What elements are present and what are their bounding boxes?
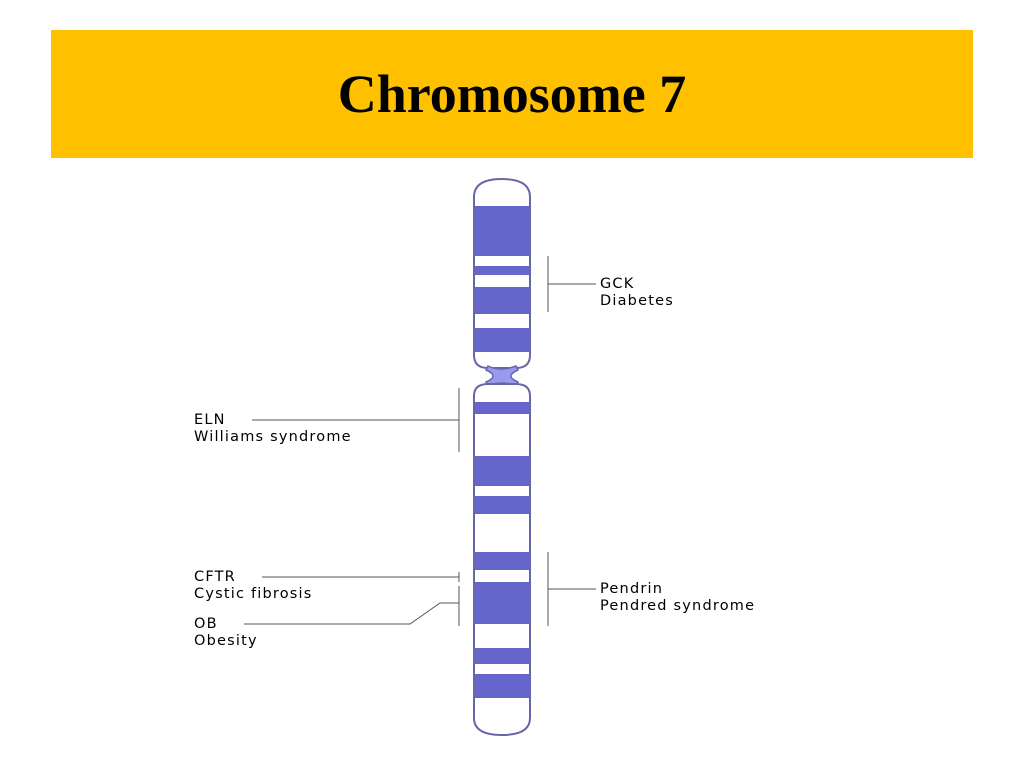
chromosome-q-arm xyxy=(474,384,530,735)
band-dark xyxy=(474,266,530,275)
band-dark xyxy=(474,456,530,486)
disease-label-cystic-fibrosis: Cystic fibrosis xyxy=(194,586,313,602)
gene-label-gck: GCK xyxy=(600,276,634,292)
chromosome-p-arm xyxy=(474,179,530,368)
disease-label-pendred-syndrome: Pendred syndrome xyxy=(600,598,755,614)
slide-title: Chromosome 7 xyxy=(337,64,687,124)
band-dark xyxy=(474,552,530,570)
disease-label-williams-syndrome: Williams syndrome xyxy=(194,429,352,445)
band-dark xyxy=(474,328,530,352)
band-dark xyxy=(474,496,530,514)
gene-label-eln: ELN xyxy=(194,412,226,428)
band-dark xyxy=(474,402,530,414)
gene-label-ob: OB xyxy=(194,616,218,632)
disease-label-obesity: Obesity xyxy=(194,633,258,649)
gene-label-pendrin: Pendrin xyxy=(600,581,663,597)
band-dark xyxy=(474,206,530,256)
annotation-gck: GCK Diabetes xyxy=(547,256,674,312)
title-banner: Chromosome 7 xyxy=(51,30,973,158)
band-dark xyxy=(474,287,530,314)
annotation-eln: ELN Williams syndrome xyxy=(194,388,460,452)
annotation-cftr: CFTR Cystic fibrosis xyxy=(194,569,460,602)
gene-label-cftr: CFTR xyxy=(194,569,236,585)
band-dark xyxy=(474,648,530,664)
band-dark xyxy=(474,582,530,624)
annotation-pendrin: Pendrin Pendred syndrome xyxy=(547,552,755,626)
disease-label-diabetes: Diabetes xyxy=(600,293,674,309)
annotation-ob: OB Obesity xyxy=(194,586,460,649)
band-dark xyxy=(474,674,530,698)
